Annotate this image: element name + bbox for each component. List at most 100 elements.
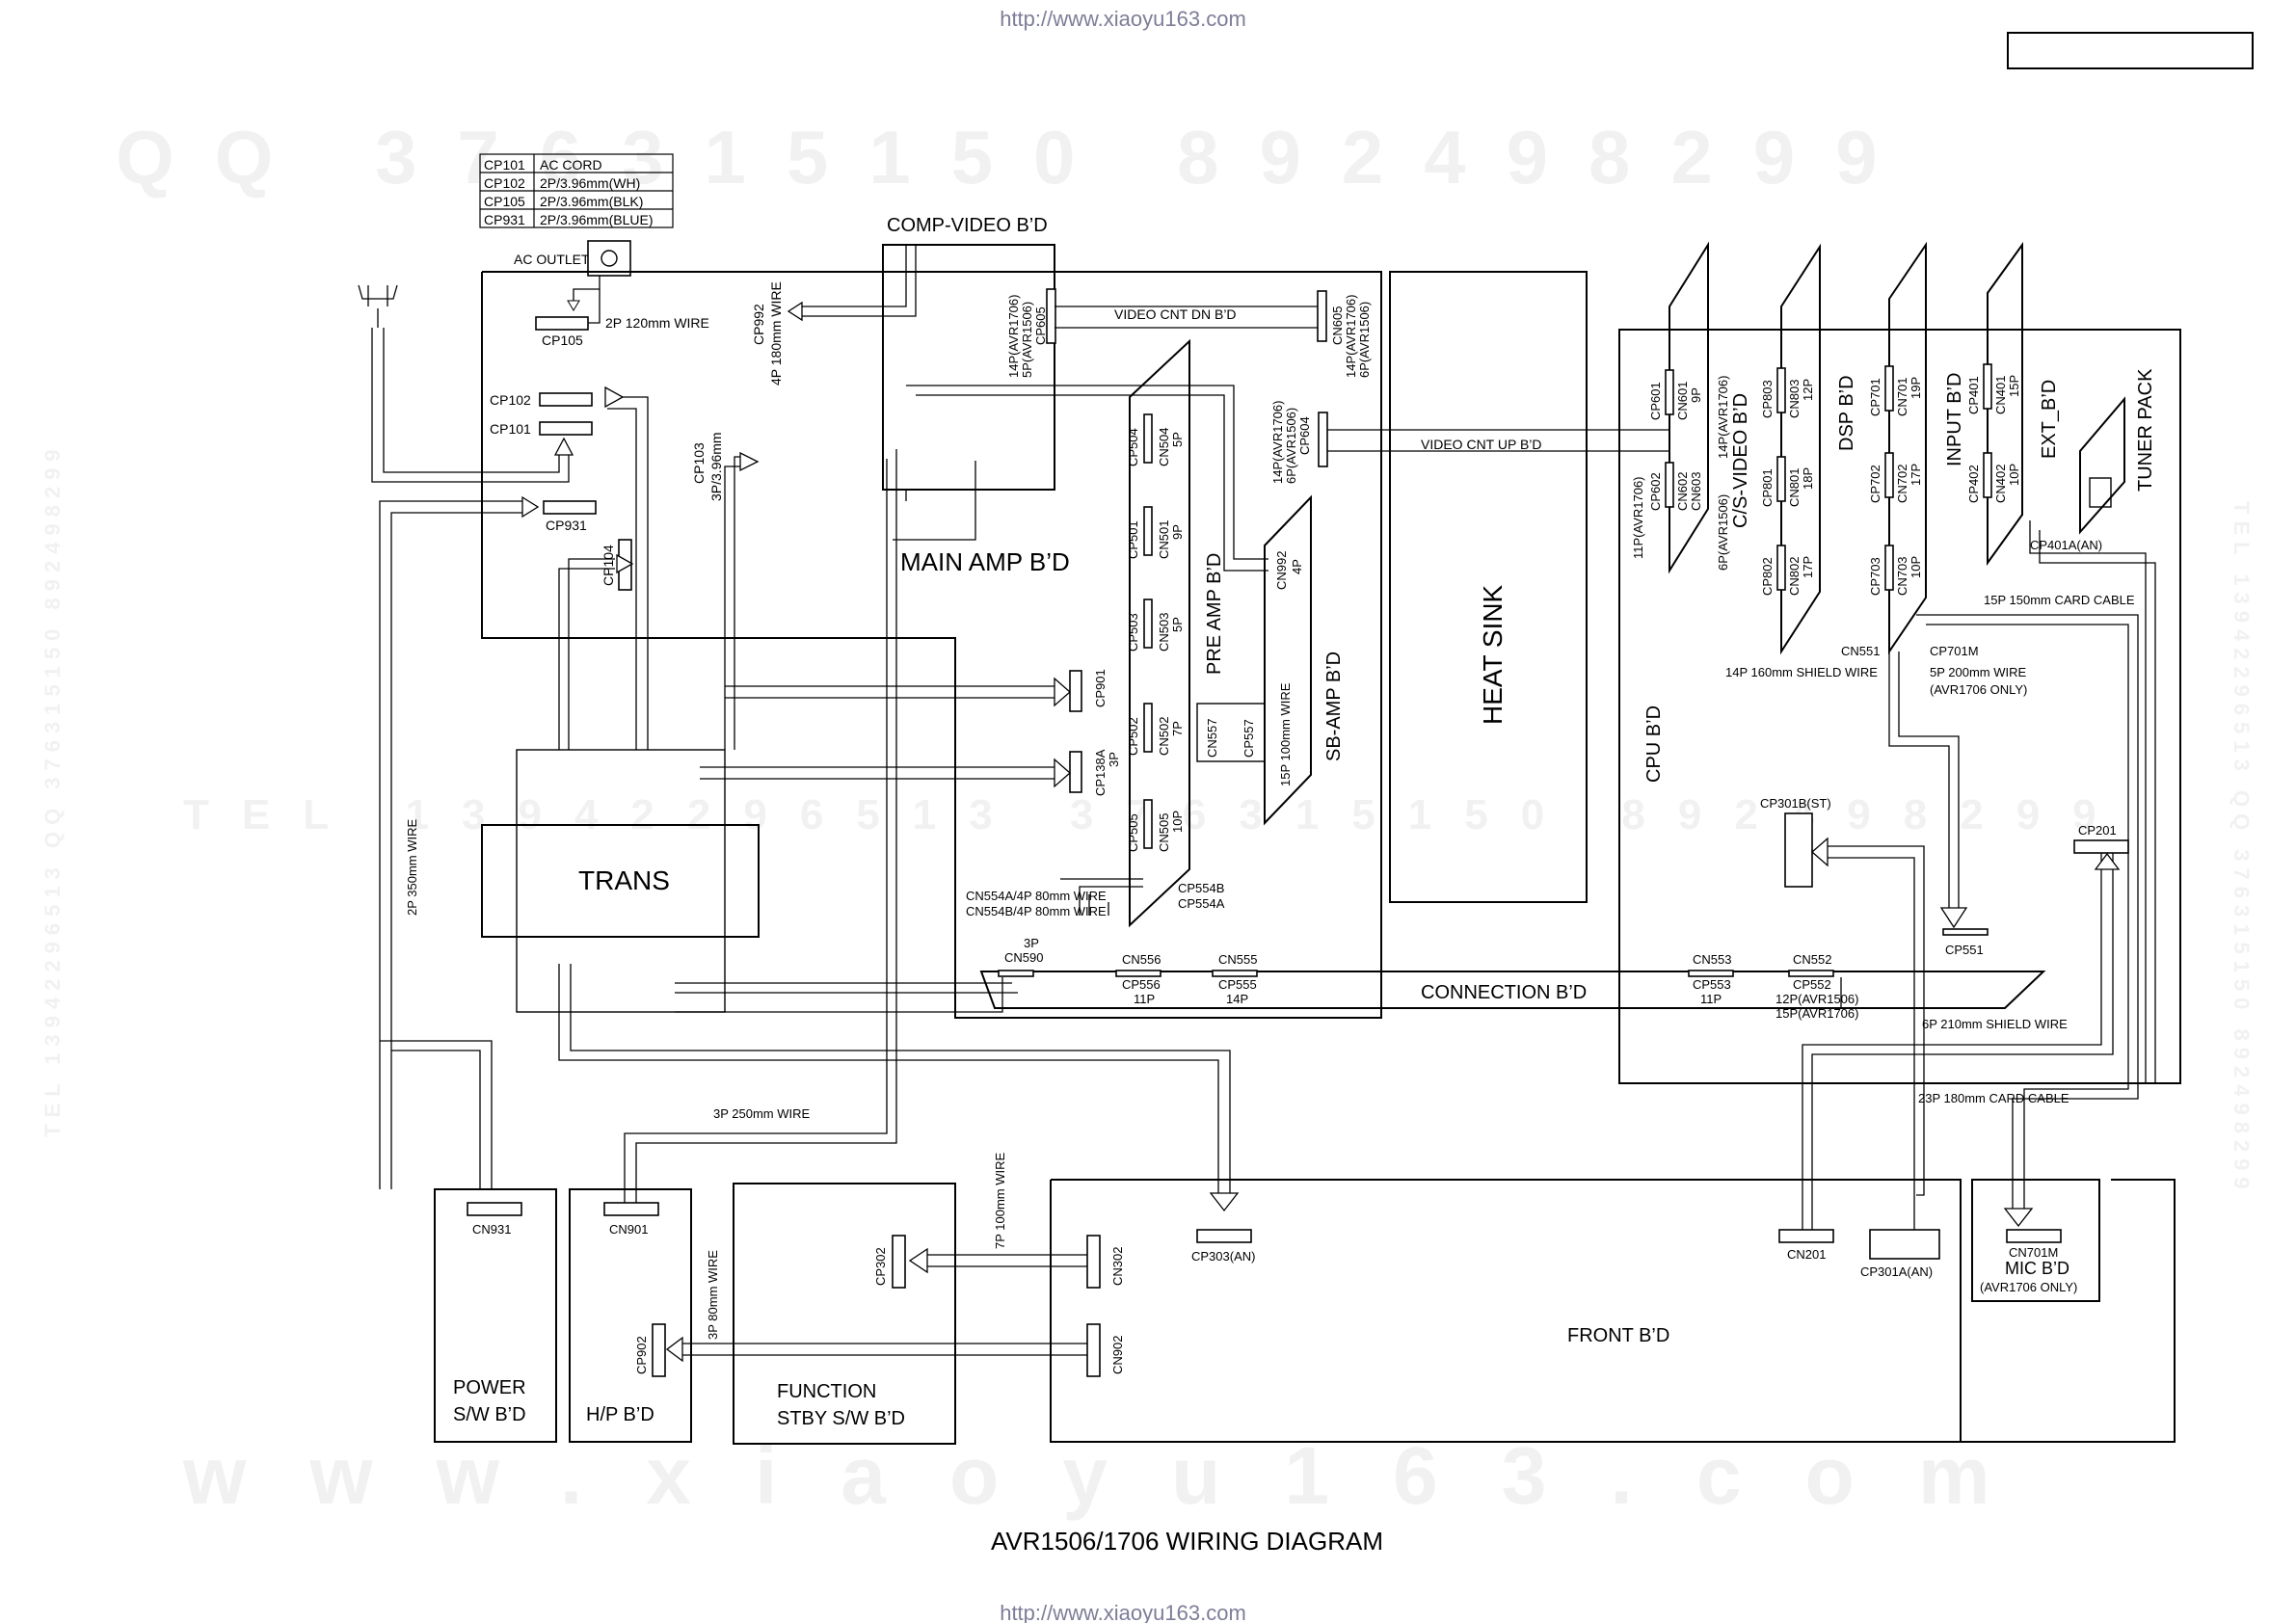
cp553-pins: 11P bbox=[1700, 992, 1722, 1006]
cp105-label: CP105 bbox=[542, 333, 583, 348]
cp604-spec-2: 6P(AVR1506) bbox=[1284, 408, 1298, 484]
cp101-label: CP101 bbox=[490, 421, 531, 437]
cs-video-spec-1: 14P(AVR1706) bbox=[1716, 376, 1730, 459]
cn802-label: CN802 bbox=[1787, 557, 1802, 596]
cn931-connector bbox=[467, 1202, 522, 1216]
cp105-connector bbox=[535, 316, 589, 331]
cn590-connector bbox=[998, 970, 1034, 977]
cn701m-connector bbox=[2006, 1229, 2062, 1243]
cp138a-pins: 3P bbox=[1107, 752, 1121, 767]
pre-amp-connectors bbox=[1143, 413, 1153, 849]
cp-table-code: CP101 bbox=[484, 157, 525, 173]
cp902-connector bbox=[652, 1323, 666, 1377]
front-board bbox=[1050, 1179, 1962, 1443]
input-board-label: INPUT B’D bbox=[1944, 373, 1965, 466]
cn504-pins: 5P bbox=[1170, 432, 1185, 447]
cp401a-label: CP401A(AN) bbox=[2030, 538, 2102, 552]
sb-amp-board bbox=[1264, 494, 1312, 826]
cp604-connector bbox=[1318, 412, 1328, 467]
tuner-pack bbox=[2079, 396, 2125, 535]
cn702-connector bbox=[1884, 452, 1894, 498]
wire-3p80-label: 3P 80mm WIRE bbox=[706, 1250, 720, 1340]
cp138a-connector bbox=[1069, 751, 1082, 793]
ac-outlet-icon bbox=[567, 240, 631, 311]
cn931-label: CN931 bbox=[472, 1222, 511, 1237]
cp554a-label: CP554A bbox=[1178, 896, 1225, 911]
cp701-label: CP701 bbox=[1868, 378, 1882, 416]
cp503-label: CP503 bbox=[1126, 613, 1140, 652]
cn402-label: CN402 bbox=[1993, 465, 2008, 503]
cn556-connector bbox=[1115, 970, 1161, 977]
cn502-pins: 7P bbox=[1170, 721, 1185, 736]
cn702-label: CN702 bbox=[1895, 465, 1909, 503]
cn803-label: CN803 bbox=[1787, 380, 1802, 418]
cn602-label: CN602 bbox=[1675, 472, 1690, 511]
sb-amp-board-label: SB-AMP B’D bbox=[1323, 652, 1345, 761]
tuner-pack-inner bbox=[2089, 477, 2112, 508]
trans-box bbox=[481, 824, 760, 938]
cp-table-code: CP931 bbox=[484, 212, 525, 227]
cn703-connector bbox=[1884, 545, 1894, 591]
watermark-left: TEL 13942296513 QQ 376315150 892498299 bbox=[40, 442, 65, 1137]
cp504-label: CP504 bbox=[1126, 428, 1140, 466]
mic-board-note: (AVR1706 ONLY) bbox=[1980, 1280, 2077, 1294]
cp502-label: CP502 bbox=[1126, 717, 1140, 756]
cn601-label: CN601 bbox=[1675, 382, 1690, 420]
cn992-pins: 4P bbox=[1290, 559, 1304, 574]
cn605-label: CN605 bbox=[1330, 306, 1345, 345]
cp902-label: CP902 bbox=[634, 1336, 649, 1374]
wire-5p200-note: (AVR1706 ONLY) bbox=[1930, 682, 2027, 697]
cp302-label: CP302 bbox=[873, 1247, 888, 1286]
cn401-connector bbox=[1983, 363, 1992, 410]
cp102-connector bbox=[539, 392, 593, 407]
cn605-connector bbox=[1317, 290, 1327, 342]
cp552-spec-2: 15P(AVR1706) bbox=[1775, 1006, 1858, 1021]
cn302-connector bbox=[1086, 1235, 1101, 1289]
cn553-label: CN553 bbox=[1693, 952, 1731, 967]
cp555-label: CP555 bbox=[1218, 977, 1257, 992]
url-top[interactable]: http://www.xiaoyu163.com bbox=[1000, 7, 1246, 31]
title-frame bbox=[2007, 32, 2254, 69]
tuner-pack-label: TUNER PACK bbox=[2135, 368, 2156, 492]
power-sw-board bbox=[434, 1188, 557, 1443]
cp605-label: CP605 bbox=[1033, 306, 1048, 345]
wire-2p120-label: 2P 120mm WIRE bbox=[605, 315, 709, 331]
cp301b-label: CP301B(ST) bbox=[1760, 796, 1831, 811]
ac-plug-icon bbox=[358, 284, 574, 483]
cn555-connector bbox=[1212, 970, 1258, 977]
main-amp-board bbox=[481, 271, 1382, 1019]
cn802-pins: 17P bbox=[1801, 556, 1815, 578]
cp-table-desc: AC CORD bbox=[540, 157, 602, 173]
cp601-label: CP601 bbox=[1648, 382, 1663, 420]
cp554b-label: CP554B bbox=[1178, 881, 1224, 895]
cn901-connector bbox=[603, 1202, 659, 1216]
cp931-connector bbox=[543, 500, 597, 515]
cn501-pins: 9P bbox=[1170, 524, 1185, 540]
wiring bbox=[379, 245, 2156, 1363]
cp505-label: CP505 bbox=[1126, 813, 1140, 852]
cp-table-desc: 2P/3.96mm(BLUE) bbox=[540, 212, 653, 227]
cp801-label: CP801 bbox=[1760, 468, 1775, 507]
cn701-label: CN701 bbox=[1895, 378, 1909, 416]
cp992-label: CP992 bbox=[751, 304, 766, 345]
cp102-label: CP102 bbox=[490, 392, 531, 408]
url-bottom[interactable]: http://www.xiaoyu163.com bbox=[1000, 1601, 1246, 1623]
cp605-connector bbox=[1046, 288, 1056, 344]
cn801-label: CN801 bbox=[1787, 468, 1802, 507]
cn701m-label: CN701M bbox=[2009, 1245, 2058, 1260]
pre-amp-board-label: PRE AMP B’D bbox=[1204, 553, 1225, 675]
cp602-label: CP602 bbox=[1648, 472, 1663, 511]
hp-board-label: H/P B’D bbox=[586, 1404, 654, 1425]
cp-table: CP101 AC CORD CP102 2P/3.96mm(WH) CP105 … bbox=[479, 153, 674, 228]
cn603-label: CN603 bbox=[1689, 472, 1703, 511]
cp931-label: CP931 bbox=[546, 518, 587, 533]
cable-23p180-label: 23P 180mm CARD CABLE bbox=[1918, 1091, 2069, 1105]
function-board-label-2: STBY S/W B’D bbox=[777, 1408, 905, 1429]
hp-board bbox=[569, 1188, 692, 1443]
cn590-label: CN590 bbox=[1004, 950, 1043, 965]
cn401-pins: 15P bbox=[2007, 375, 2021, 397]
cn802-connector bbox=[1776, 545, 1786, 591]
cn302-label: CN302 bbox=[1110, 1247, 1125, 1286]
cs-video-board-label: C/S-VIDEO B’D bbox=[1730, 393, 1751, 528]
cp553-label: CP553 bbox=[1693, 977, 1731, 992]
